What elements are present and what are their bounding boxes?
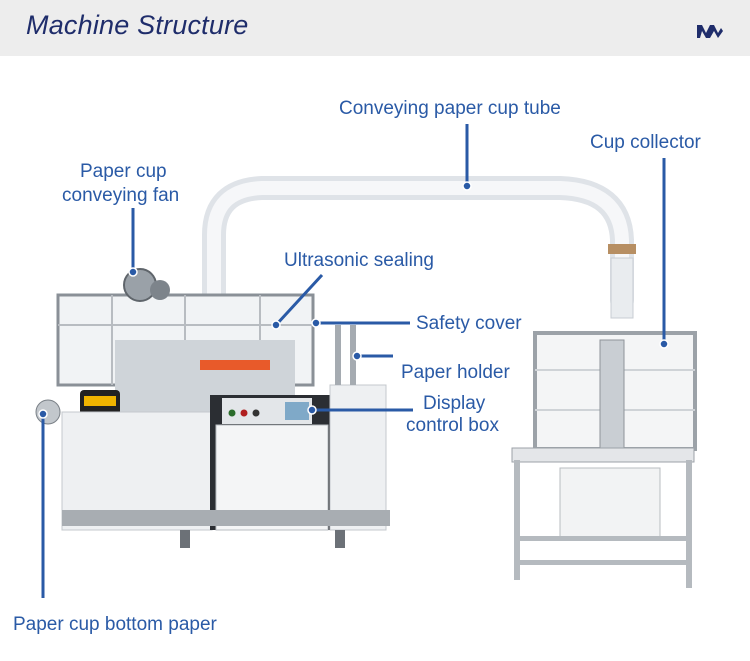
label-fan-line1: Paper cup xyxy=(80,161,167,182)
cup-collector xyxy=(511,331,697,588)
callout-lines xyxy=(38,124,669,598)
page-title: Machine Structure xyxy=(26,10,249,40)
label-safety-cover: Safety cover xyxy=(416,313,522,334)
label-bottom-paper: Paper cup bottom paper xyxy=(13,614,217,635)
label-paper-holder: Paper holder xyxy=(401,362,510,383)
brand-logo-icon xyxy=(697,25,723,38)
label-cup-collector: Cup collector xyxy=(590,132,701,153)
label-fan-line2: conveying fan xyxy=(62,185,180,206)
main-machine xyxy=(35,268,390,548)
conveying-tube xyxy=(202,176,636,319)
label-display-line1: Display xyxy=(423,393,486,414)
label-display-line2: control box xyxy=(406,415,499,436)
label-conveying-tube: Conveying paper cup tube xyxy=(339,98,561,119)
header-bar: Machine Structure xyxy=(0,0,750,56)
label-ultrasonic: Ultrasonic sealing xyxy=(284,250,434,271)
